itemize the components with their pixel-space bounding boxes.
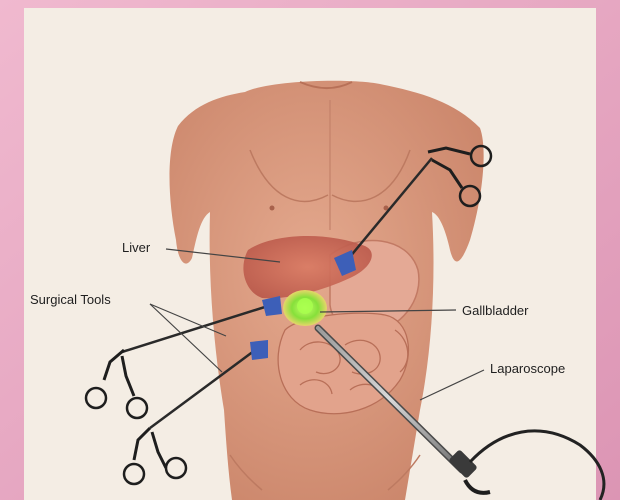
liver-label: Liver	[122, 241, 150, 254]
gallbladder-highlight	[297, 298, 313, 314]
laparoscope-label: Laparoscope	[490, 362, 565, 375]
left-nipple	[270, 206, 275, 211]
gallbladder-label: Gallbladder	[462, 304, 529, 317]
left-trocar-lower	[250, 340, 268, 360]
surgical-tools-label: Surgical Tools	[30, 293, 111, 306]
